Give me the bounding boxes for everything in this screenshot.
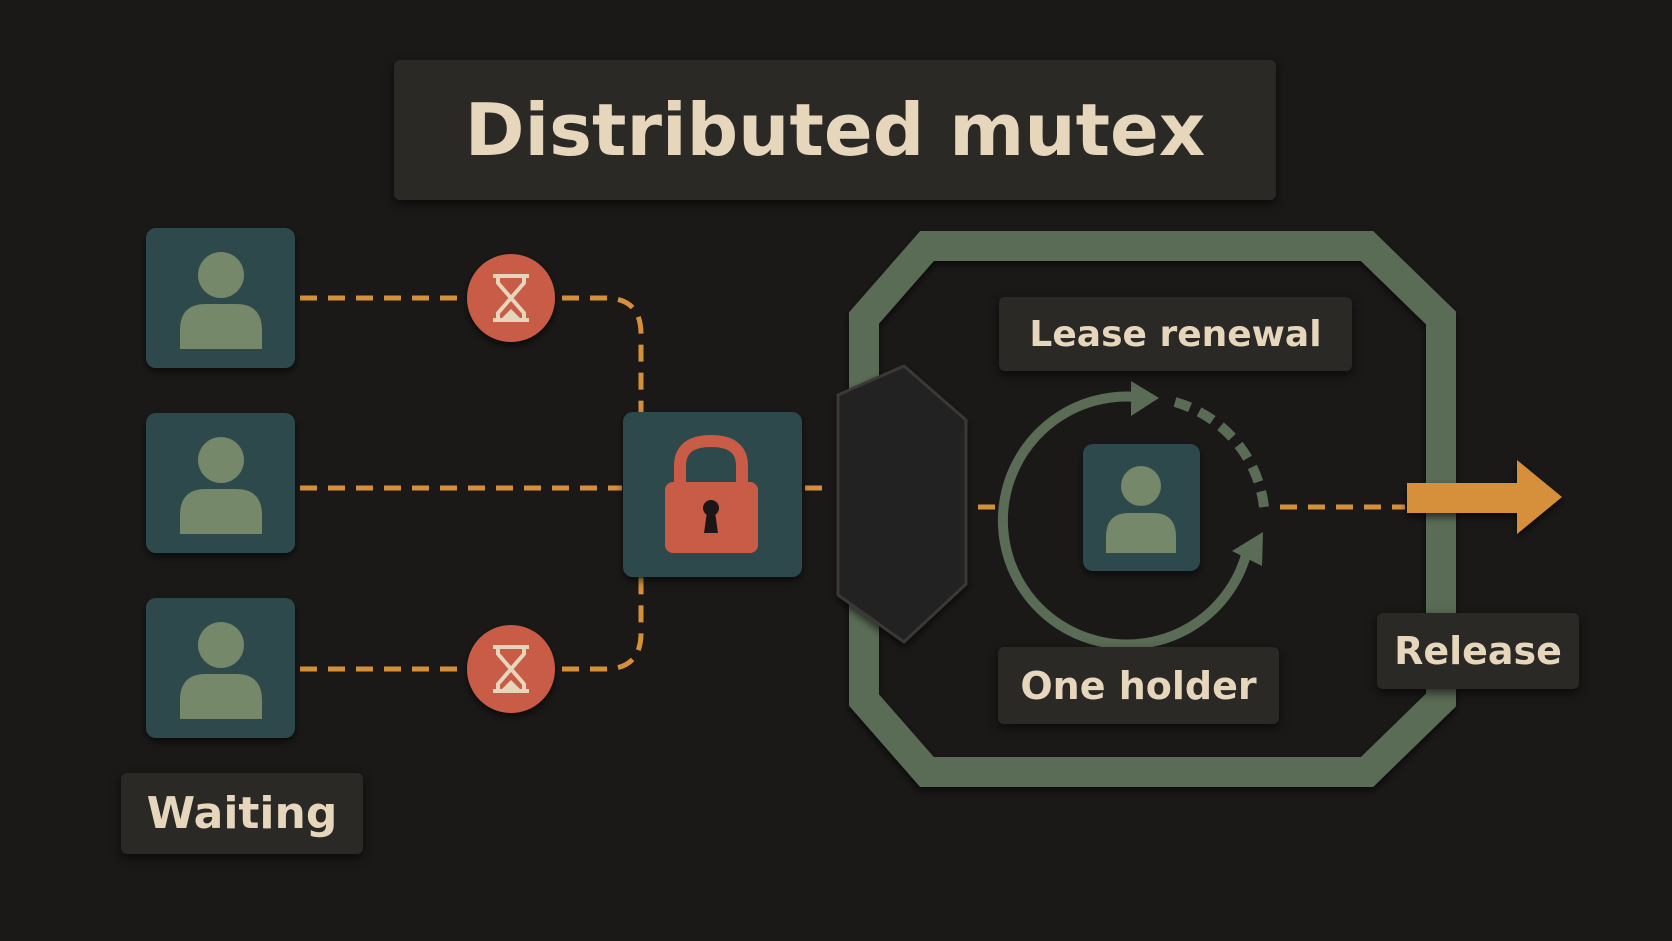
lock-node bbox=[623, 412, 802, 577]
lease-renewal-cycle bbox=[997, 381, 1269, 650]
arrowhead-bottom bbox=[1232, 532, 1263, 566]
user-icon bbox=[1106, 466, 1176, 553]
connectors bbox=[300, 295, 1405, 672]
timer-2 bbox=[467, 625, 555, 713]
waiting-label: Waiting bbox=[121, 773, 363, 854]
release-arrow bbox=[1407, 460, 1562, 534]
release-label: Release bbox=[1377, 613, 1579, 689]
hourglass-icon bbox=[493, 274, 529, 322]
user-icon bbox=[180, 622, 262, 719]
user-icon bbox=[180, 437, 262, 534]
arrowhead-top bbox=[1131, 381, 1159, 416]
hourglass-icon bbox=[493, 645, 529, 693]
user-icon bbox=[180, 252, 262, 349]
timer-1 bbox=[467, 254, 555, 342]
connector-timer-1-lock bbox=[562, 295, 644, 412]
waiting-client-1 bbox=[146, 228, 295, 368]
padlock-icon bbox=[665, 434, 758, 553]
lease-renewal-label: Lease renewal bbox=[999, 297, 1352, 371]
page-title: Distributed mutex bbox=[394, 60, 1276, 200]
lock-holder bbox=[1083, 444, 1200, 571]
one-holder-label: One holder bbox=[998, 647, 1279, 724]
waiting-client-3 bbox=[146, 598, 295, 738]
gate bbox=[836, 364, 968, 644]
connector-timer-3-lock bbox=[562, 577, 644, 672]
renewal-arc bbox=[997, 391, 1251, 650]
waiting-client-2 bbox=[146, 413, 295, 553]
